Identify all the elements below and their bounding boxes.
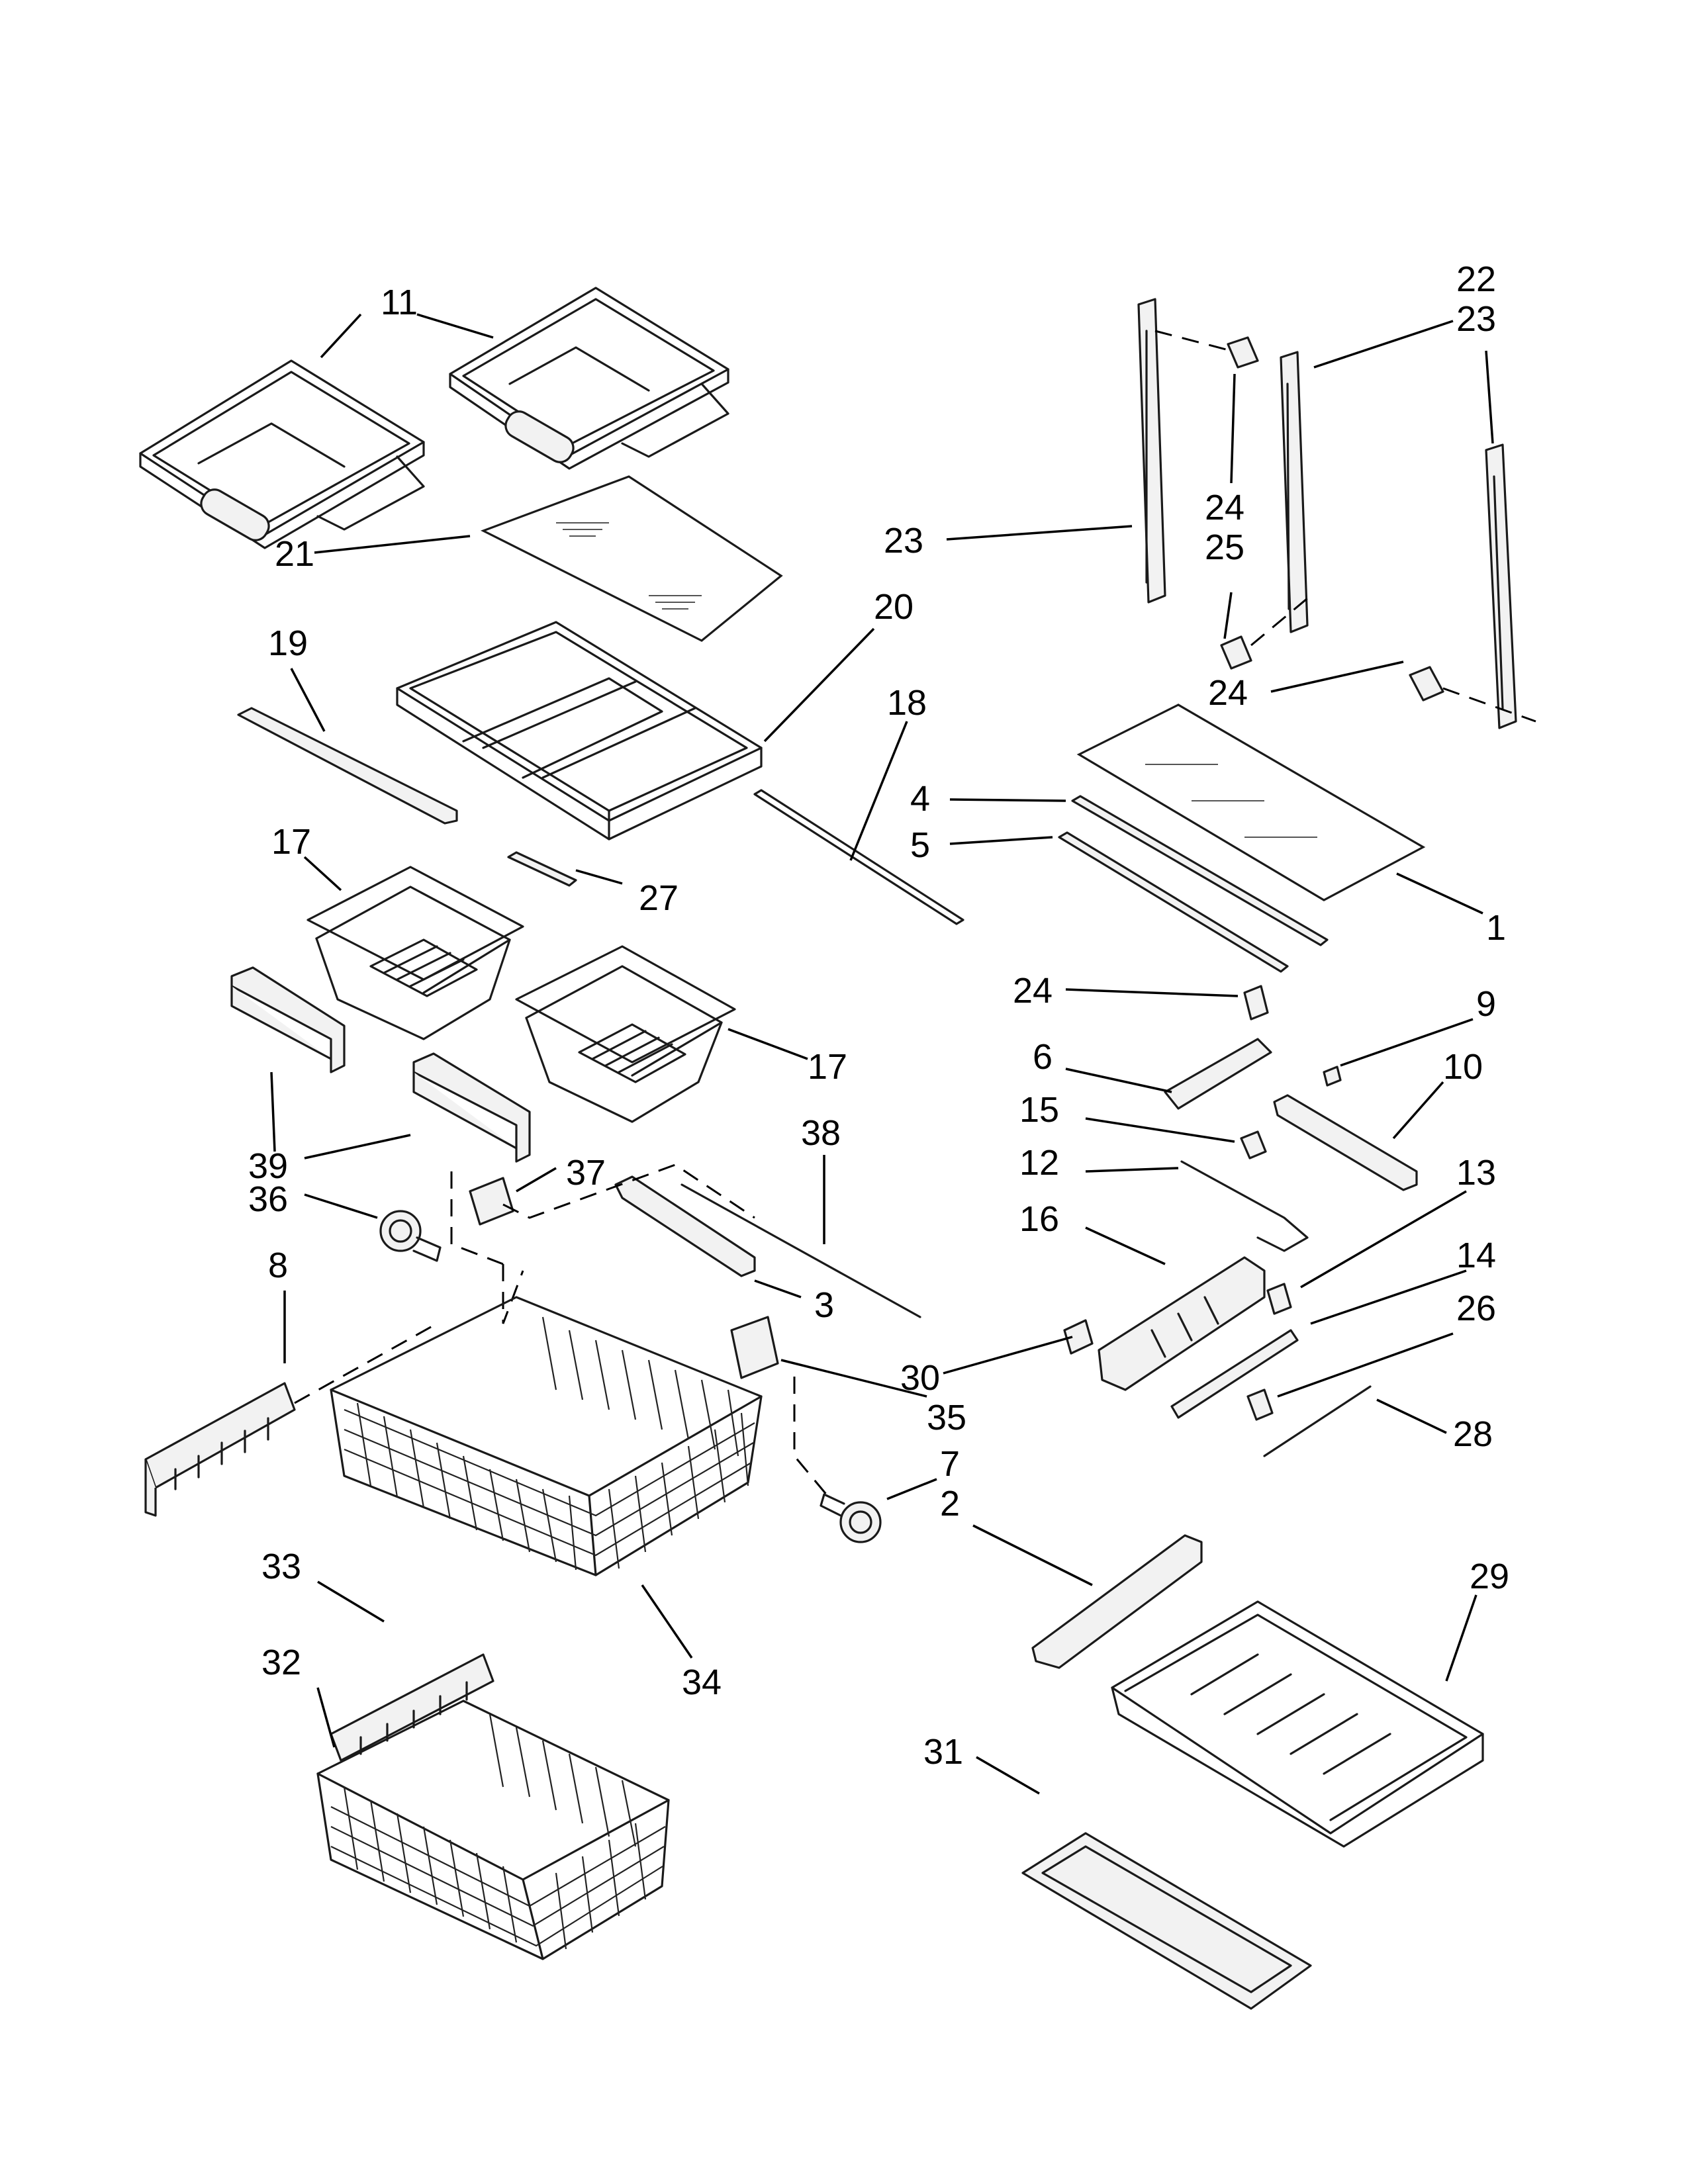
- callout-24-mid: 24: [1208, 673, 1248, 713]
- callout-5: 5: [910, 825, 930, 865]
- callout-16: 16: [1019, 1199, 1059, 1239]
- callout-17-right: 17: [808, 1047, 847, 1087]
- part-31-drawer-front: [1021, 1832, 1312, 2010]
- part-17-crisper-drawer-right: [515, 945, 736, 1123]
- part-22-23-shelf-standard-center: [1280, 351, 1309, 633]
- callout-31: 31: [923, 1732, 963, 1772]
- part-23-shelf-standard-left: [1137, 298, 1166, 604]
- part-6-bracket: [1164, 1038, 1272, 1110]
- callout-24-lower: 24: [1013, 971, 1053, 1011]
- part-18-strip: [753, 789, 964, 925]
- part-14-slide: [1170, 1329, 1299, 1419]
- part-36-gear: [379, 1210, 442, 1262]
- part-7-gear: [820, 1493, 882, 1543]
- part-20-crisper-cover-frame: [396, 621, 763, 841]
- callout-14: 14: [1456, 1236, 1496, 1275]
- callout-20: 20: [874, 587, 914, 627]
- callout-35: 35: [927, 1398, 966, 1437]
- standard-dashed-lines: [1154, 330, 1536, 723]
- part-27-clip: [507, 851, 577, 887]
- callout-1: 1: [1486, 908, 1506, 948]
- callout-27: 27: [639, 878, 679, 918]
- callout-34: 34: [682, 1662, 722, 1702]
- callout-32: 32: [261, 1643, 301, 1682]
- callout-18: 18: [887, 683, 927, 723]
- part-24-screw-right: [1409, 666, 1444, 702]
- part-16-housing: [1098, 1256, 1266, 1391]
- part-24-screw-lower: [1243, 985, 1269, 1021]
- callout-4: 4: [910, 779, 930, 819]
- callout-17-left: 17: [271, 822, 311, 862]
- callout-30: 30: [900, 1358, 940, 1398]
- part-3-slide-rail: [614, 1175, 756, 1277]
- callout-22: 22: [1456, 259, 1496, 299]
- callout-2: 2: [940, 1484, 960, 1524]
- callout-11: 11: [381, 283, 418, 322]
- callout-33: 33: [261, 1547, 301, 1586]
- callout-26: 26: [1456, 1289, 1496, 1328]
- callout-13: 13: [1456, 1153, 1496, 1193]
- callout-23-right: 23: [1456, 299, 1496, 339]
- callout-10: 10: [1443, 1047, 1483, 1087]
- callout-39: 39: [248, 1146, 288, 1186]
- callout-38: 38: [801, 1113, 841, 1153]
- callout-23-left: 23: [884, 521, 923, 561]
- callout-3: 3: [814, 1285, 834, 1325]
- part-5-trim-strip: [1058, 831, 1289, 973]
- callout-29: 29: [1470, 1557, 1509, 1596]
- part-26-screw: [1246, 1388, 1274, 1421]
- part-8-basket-end-bracket: [144, 1382, 296, 1517]
- part-29-tray: [1111, 1600, 1484, 1848]
- part-37-bracket: [469, 1177, 514, 1226]
- part-21-glass-shelf: [481, 475, 783, 642]
- callout-15: 15: [1019, 1090, 1059, 1130]
- part-34-wire-basket: [330, 1296, 763, 1576]
- callout-24-top: 24: [1205, 488, 1244, 527]
- part-11-shelf-frame-left: [139, 359, 425, 549]
- part-9-clip: [1323, 1066, 1342, 1087]
- part-12-wire-link: [1180, 1160, 1309, 1252]
- callout-36: 36: [248, 1179, 288, 1219]
- part-13-screw: [1266, 1283, 1292, 1315]
- part-24-screw: [1227, 336, 1259, 369]
- callout-9: 9: [1476, 984, 1496, 1024]
- callout-21: 21: [275, 534, 314, 574]
- callout-28: 28: [1453, 1414, 1493, 1454]
- part-38-rod: [680, 1183, 921, 1318]
- callout-12: 12: [1019, 1143, 1059, 1183]
- callout-7: 7: [940, 1444, 960, 1484]
- part-28-rod: [1263, 1385, 1372, 1457]
- part-2-bracket: [1031, 1534, 1203, 1669]
- part-39-drawer-slide-front: [230, 966, 531, 1163]
- callout-8: 8: [268, 1246, 288, 1285]
- part-19-rail: [237, 707, 458, 825]
- callout-labels: 11 21 19 20 18 17 27 17 39 36 37 38 8 3 …: [248, 259, 1509, 1772]
- part-32-lower-wire-basket: [316, 1700, 670, 1960]
- part-30-cap: [1063, 1319, 1094, 1355]
- part-35-bracket: [730, 1316, 779, 1379]
- part-17-crisper-drawer-left: [306, 866, 524, 1040]
- part-10-slide: [1273, 1094, 1418, 1191]
- leader-lines: [270, 313, 1494, 1795]
- part-4-trim-strip: [1071, 795, 1329, 946]
- part-23-shelf-standard-right: [1485, 443, 1517, 729]
- callout-19: 19: [268, 623, 308, 663]
- part-33-basket-end: [330, 1653, 494, 1762]
- callout-37: 37: [566, 1153, 606, 1193]
- part-25-screw: [1220, 635, 1252, 670]
- callout-6: 6: [1033, 1037, 1053, 1077]
- assembly-dashed-lines: [294, 1163, 829, 1496]
- callout-25: 25: [1205, 527, 1244, 567]
- part-15-screw: [1240, 1130, 1267, 1160]
- part-11-shelf-frame-right: [449, 287, 729, 470]
- part-1-glass-shelf: [1076, 704, 1426, 901]
